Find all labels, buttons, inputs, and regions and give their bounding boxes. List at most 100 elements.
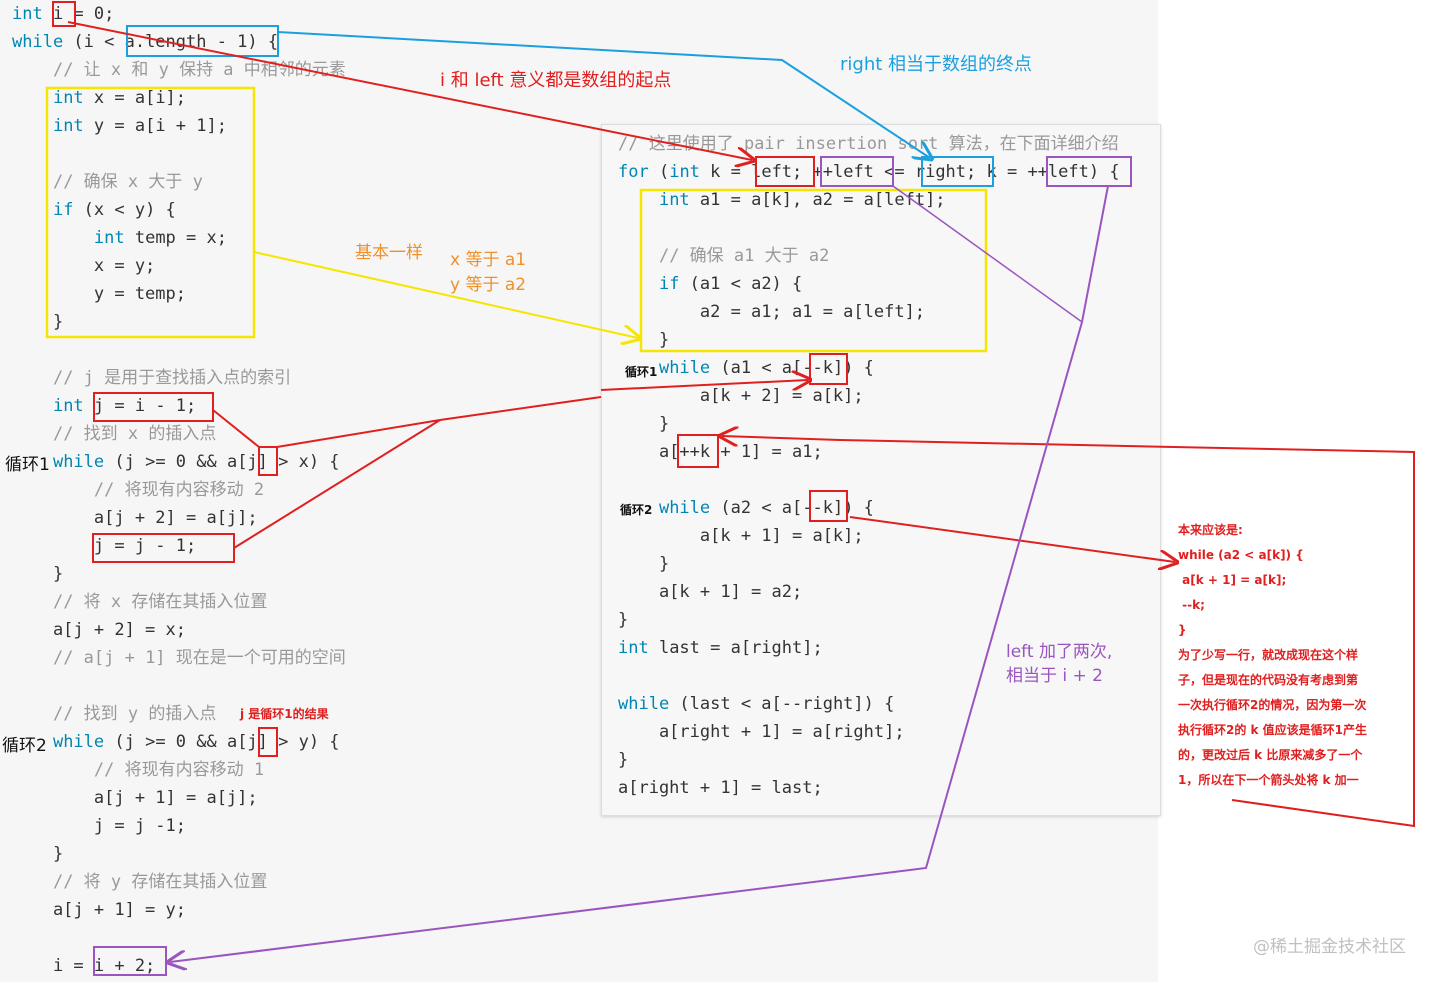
- left-code-line: j = j -1;: [12, 816, 186, 836]
- left-twice-annotation-line1: left 加了两次,: [1006, 642, 1113, 662]
- left-increment-connector: [892, 185, 1083, 323]
- loop2-right-label: 循环2: [620, 503, 653, 517]
- left-code-line: while (j >= 0 && a[j] > y) {: [52, 732, 340, 752]
- note-line: while (a2 < a[k]) {: [1178, 548, 1304, 562]
- loop2-k-box: [809, 490, 848, 522]
- loop2-to-note-arrow: [849, 516, 1175, 562]
- left-twice-annotation-line2: 相当于 i + 2: [1006, 666, 1103, 686]
- left-init-box: [755, 156, 815, 187]
- note-line: 本来应该是:: [1178, 523, 1243, 537]
- right-code-line: int a1 = a[k], a2 = a[left];: [658, 190, 946, 210]
- left-code-line: a[j + 1] = y;: [12, 900, 186, 920]
- note-line: 执行循环2的 k 值应该是循环1产生: [1178, 723, 1368, 737]
- left-code-line: int i = 0;: [12, 4, 115, 24]
- right-code-line: // 这里使用了 pair insertion sort 算法，在下面详细介绍: [618, 134, 1119, 154]
- left-code-line: // 将 y 存储在其插入位置: [52, 872, 268, 892]
- y-a2-annotation: y 等于 a2: [450, 275, 527, 295]
- j-decrement-box: [92, 533, 235, 563]
- right-code-line: if (a1 < a2) {: [658, 274, 803, 294]
- right-code-line: while (a2 < a[--k]) {: [658, 498, 874, 518]
- left-code-line: // 找到 y 的插入点: [52, 704, 217, 724]
- left-code-line: while (j >= 0 && a[j] > x) {: [52, 452, 340, 472]
- note-line: 子，但是现在的代码没有考虑到第: [1178, 673, 1359, 687]
- note-line: 1，所以在下一个箭头处将 k 加一: [1178, 773, 1359, 787]
- right-code-line: while (a1 < a[--k]) {: [658, 358, 874, 378]
- loop1-j-box: [258, 446, 278, 476]
- i-highlight-box: [52, 1, 76, 27]
- left-code-line: a[j + 2] = x;: [12, 620, 186, 640]
- swap-block-left-box: [45, 86, 256, 339]
- right-code-line: a[right + 1] = last;: [618, 778, 823, 798]
- i-to-left-arrow: [67, 21, 752, 160]
- note-to-increment-arrow: [722, 436, 1415, 828]
- left-code-line: // 将 x 存储在其插入位置: [52, 592, 268, 612]
- watermark: @稀土掘金技术社区: [1253, 937, 1406, 957]
- note-line: --k;: [1178, 598, 1205, 612]
- note-line: a[k + 1] = a[k];: [1178, 573, 1287, 587]
- right-code-line: }: [618, 330, 670, 350]
- same-annotation: 基本一样: [355, 243, 423, 263]
- length-to-right-arrow: [277, 31, 930, 158]
- right-end-annotation: right 相当于数组的终点: [840, 54, 1033, 75]
- left-code-line: if (x < y) {: [52, 200, 176, 220]
- left-code-line: j = j - 1;: [12, 536, 197, 556]
- loop1-right-label: 循环1: [625, 365, 658, 379]
- loop2-j-box: [258, 727, 278, 757]
- right-code-panel: [601, 124, 1161, 816]
- right-code-line: a[k + 1] = a[k];: [618, 526, 864, 546]
- right-code-line: while (last < a[--right]) {: [618, 694, 895, 714]
- left-code-line: // 将现有内容移动 1: [93, 760, 265, 780]
- loop1-connector: [233, 419, 441, 549]
- left-twice-arrow: [170, 185, 1109, 962]
- right-code-line: }: [618, 414, 670, 434]
- left-code-line: // a[j + 1] 现在是一个可用的空间: [52, 648, 346, 668]
- left-code-line: i = i + 2;: [12, 956, 156, 976]
- left-code-line: }: [12, 312, 64, 332]
- right-code-line: }: [618, 554, 670, 574]
- right-code-line: }: [618, 750, 629, 770]
- explanation-note: 本来应该是: while (a2 < a[k]) { a[k + 1] = a[…: [1178, 518, 1388, 793]
- left-code-line: x = y;: [12, 256, 156, 276]
- right-code-line: for (int k = left; ++left <= right; k = …: [618, 162, 1120, 182]
- i-plus-two-box: [93, 946, 167, 976]
- loop1-left-label: 循环1: [5, 455, 50, 475]
- j-init-connector: [212, 409, 260, 448]
- left-code-line: // 找到 x 的插入点: [52, 424, 217, 444]
- loop1-to-k-arrow: [600, 380, 808, 391]
- j-result-annotation: j 是循环1的结果: [240, 707, 329, 721]
- increment-k-box: [677, 434, 719, 468]
- left-code-line: int temp = x;: [93, 228, 227, 248]
- x-a1-annotation: x 等于 a1: [450, 250, 527, 270]
- swap-block-arrow: [253, 251, 638, 338]
- length-highlight-box: [126, 25, 279, 57]
- note-line: 的，更改过后 k 比原来减多了一个: [1178, 748, 1363, 762]
- i-left-annotation: i 和 left 意义都是数组的起点: [440, 70, 672, 91]
- left-code-line: // 确保 x 大于 y: [52, 172, 203, 192]
- right-code-line: a2 = a1; a1 = a[left];: [618, 302, 926, 322]
- right-code-line: int last = a[right];: [618, 638, 823, 658]
- right-code-line: a[k + 2] = a[k];: [618, 386, 864, 406]
- right-code-line: a[++k + 1] = a1;: [618, 442, 823, 462]
- right-code-line: a[k + 1] = a2;: [618, 582, 803, 602]
- note-line: }: [1178, 623, 1187, 637]
- left-code-line: a[j + 2] = a[j];: [12, 508, 258, 528]
- pre-increment-left-box: [820, 156, 894, 187]
- left-code-line: }: [12, 564, 64, 584]
- right-code-line: }: [618, 610, 629, 630]
- loop1-k-box: [809, 353, 848, 385]
- loop1-to-right-line: [439, 396, 602, 421]
- right-code-line: a[right + 1] = a[right];: [618, 722, 905, 742]
- left-code-line: }: [12, 844, 64, 864]
- k-increment-left-box: [1046, 156, 1132, 187]
- note-line: 为了少写一行，就改成现在这个样: [1178, 648, 1359, 662]
- note-line: 一次执行循环2的情况，因为第一次: [1178, 698, 1367, 712]
- swap-block-right-box: [639, 188, 988, 353]
- right-box: [921, 156, 994, 187]
- loop2-left-label: 循环2: [2, 736, 47, 756]
- j-init-box: [93, 392, 214, 422]
- left-code-line: int x = a[i];: [52, 88, 187, 108]
- left-code-line: y = temp;: [12, 284, 186, 304]
- left-code-line: // j 是用于查找插入点的索引: [52, 368, 292, 388]
- left-code-line: int y = a[i + 1];: [52, 116, 227, 136]
